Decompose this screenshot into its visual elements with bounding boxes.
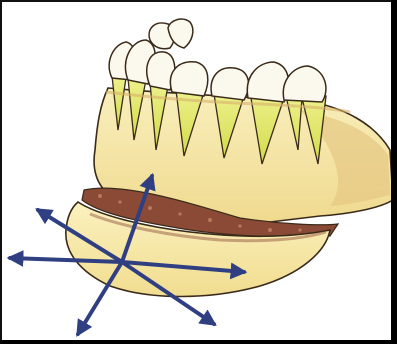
jaw-diagram-svg bbox=[0, 0, 397, 344]
dental-diagram bbox=[0, 0, 397, 344]
